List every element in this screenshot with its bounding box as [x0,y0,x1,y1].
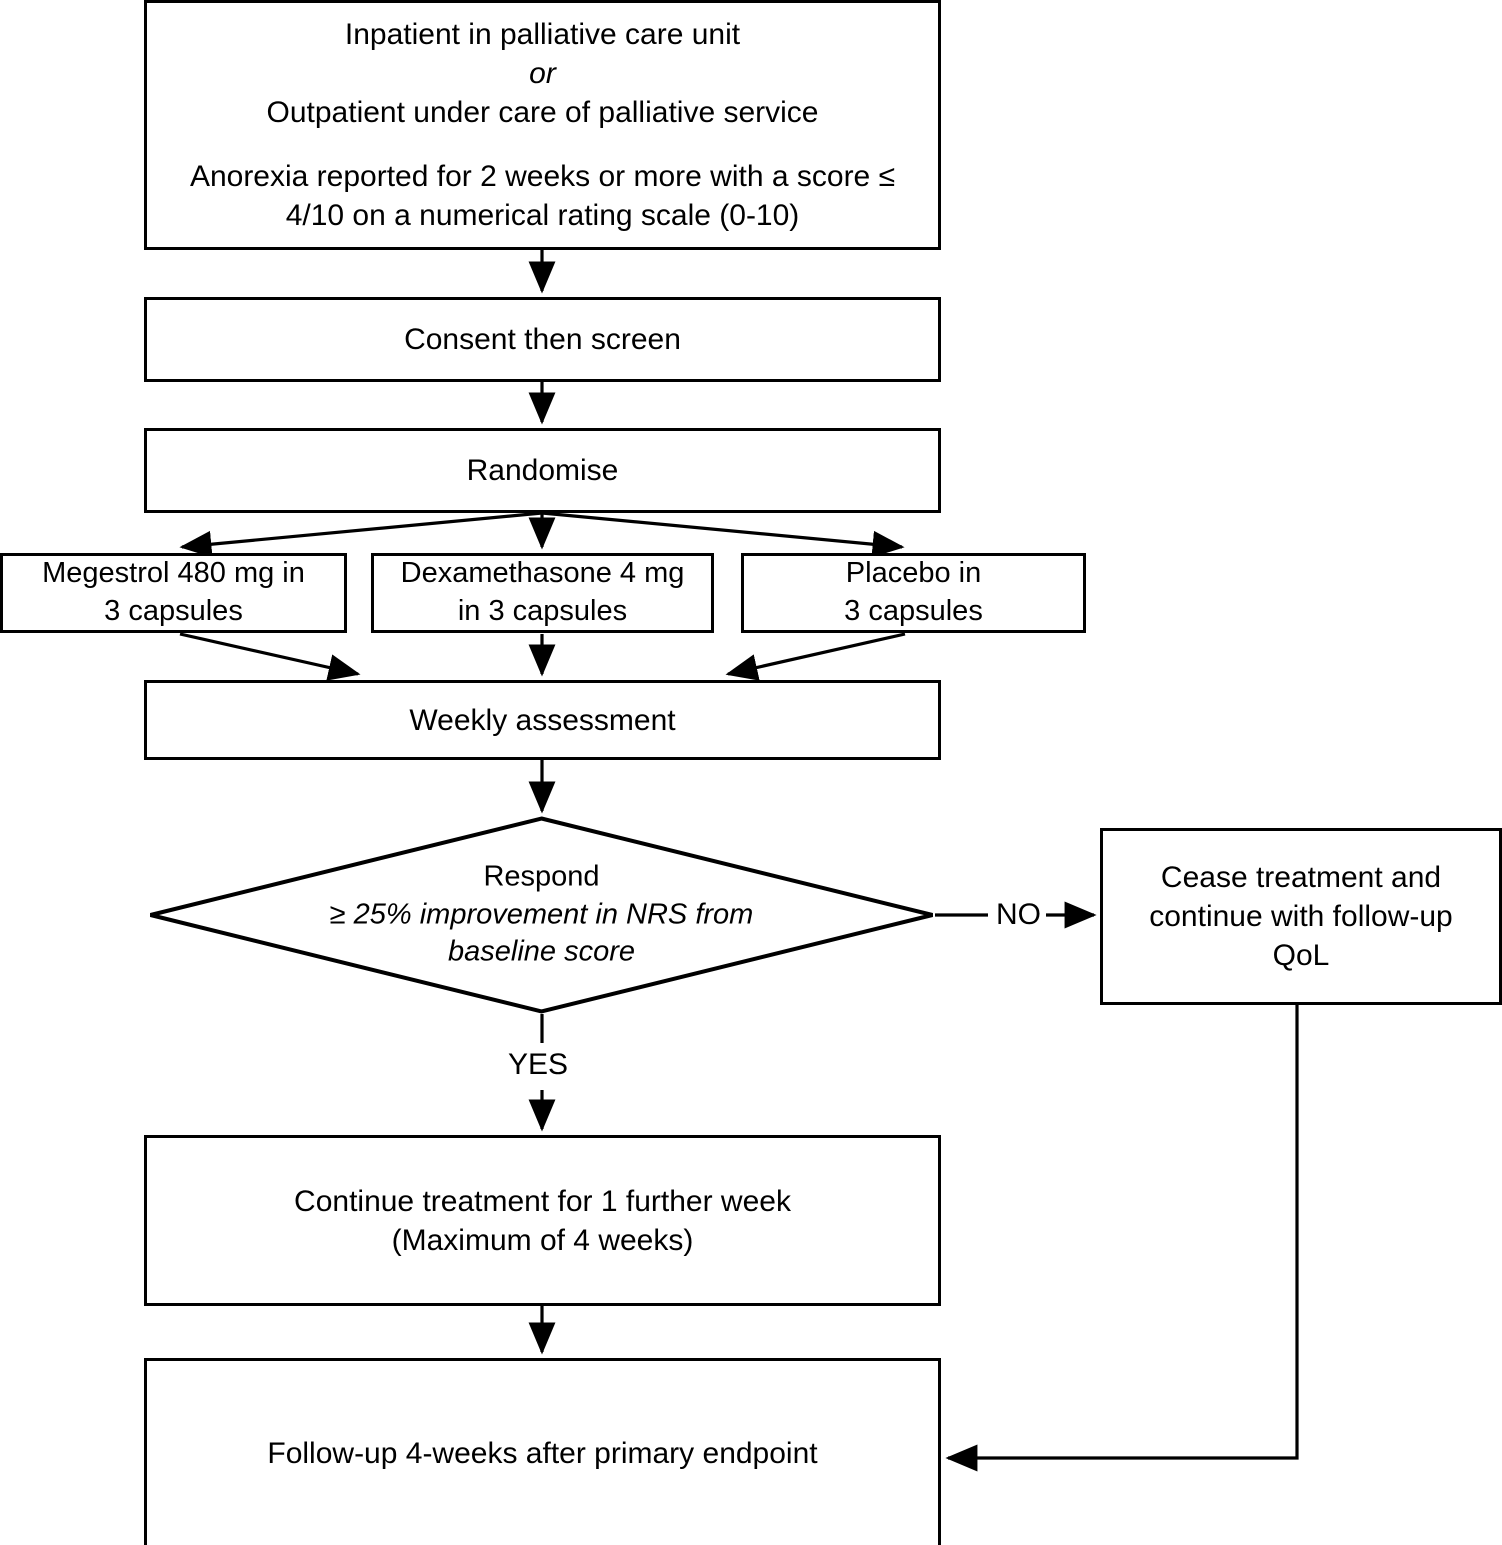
cease-line-3: QoL [1272,939,1330,972]
edge-megestrol-weekly [179,632,361,681]
node-cease-treatment: Cease treatment and continue with follow… [1100,828,1502,1005]
continue-line-2: (Maximum of 4 weeks) [391,1223,694,1257]
node-arm-dexamethasone-text: Dexamethasone 4 mg in 3 capsules [374,555,711,630]
edge-cease-followup [945,1005,1299,1472]
dexamethasone-line-1: Dexamethasone 4 mg [400,557,685,590]
node-follow-up-label: Follow-up 4-weeks after primary endpoint [267,1436,818,1470]
node-arm-placebo: Placebo in 3 capsules [741,553,1086,633]
edge-randomise-placebo [541,511,905,558]
node-arm-megestrol: Megestrol 480 mg in 3 capsules [0,553,347,633]
cease-line-2: continue with follow-up [1149,900,1453,933]
decision-diamond-shape [148,816,935,1014]
node-eligibility-text: Inpatient in palliative care unit or Out… [147,15,938,236]
placebo-line-1: Placebo in [845,557,982,590]
node-consent: Consent then screen [144,297,941,382]
node-eligibility: Inpatient in palliative care unit or Out… [144,0,941,250]
respond-line-2: ≥ 25% improvement in NRS from [329,898,754,931]
node-weekly-assessment: Weekly assessment [144,680,941,760]
eligibility-line-4: Anorexia reported for 2 weeks or more wi… [189,160,896,194]
respond-line-3: baseline score [448,935,635,968]
node-weekly-assessment-label: Weekly assessment [409,703,676,737]
node-randomise: Randomise [144,428,941,513]
node-respond-decision: Respond ≥ 25% improvement in NRS from ba… [148,816,935,1014]
eligibility-line-3: Outpatient under care of palliative serv… [266,95,819,129]
eligibility-spacer [153,132,932,158]
node-consent-label: Consent then screen [404,323,681,356]
dexamethasone-line-2: in 3 capsules [457,595,628,627]
placebo-line-2: 3 capsules [844,595,983,627]
megestrol-line-2: 3 capsules [104,595,243,627]
node-arm-placebo-text: Placebo in 3 capsules [744,555,1083,630]
node-continue-treatment-text: Continue treatment for 1 further week (M… [147,1182,938,1260]
eligibility-line-2: or [529,56,556,90]
eligibility-line-1: Inpatient in palliative care unit [344,17,741,51]
edge-label-no: NO [996,898,1041,931]
respond-line-1: Respond [483,860,600,893]
node-follow-up: Follow-up 4-weeks after primary endpoint [144,1358,941,1545]
node-continue-treatment: Continue treatment for 1 further week (M… [144,1135,941,1306]
continue-line-1: Continue treatment for 1 further week [294,1184,791,1218]
edge-label-yes: YES [508,1048,569,1081]
edge-placebo-weekly [725,632,906,681]
node-cease-treatment-text: Cease treatment and continue with follow… [1103,858,1499,975]
node-arm-megestrol-text: Megestrol 480 mg in 3 capsules [3,555,344,630]
node-arm-dexamethasone: Dexamethasone 4 mg in 3 capsules [371,553,714,633]
node-respond-decision-text: Respond ≥ 25% improvement in NRS from ba… [232,858,852,971]
cease-line-1: Cease treatment and [1160,861,1442,894]
eligibility-line-5: 4/10 on a numerical rating scale (0-10) [285,199,800,233]
megestrol-line-1: Megestrol 480 mg in [42,557,305,590]
node-randomise-label: Randomise [466,454,619,487]
edge-randomise-megestrol [179,511,543,558]
